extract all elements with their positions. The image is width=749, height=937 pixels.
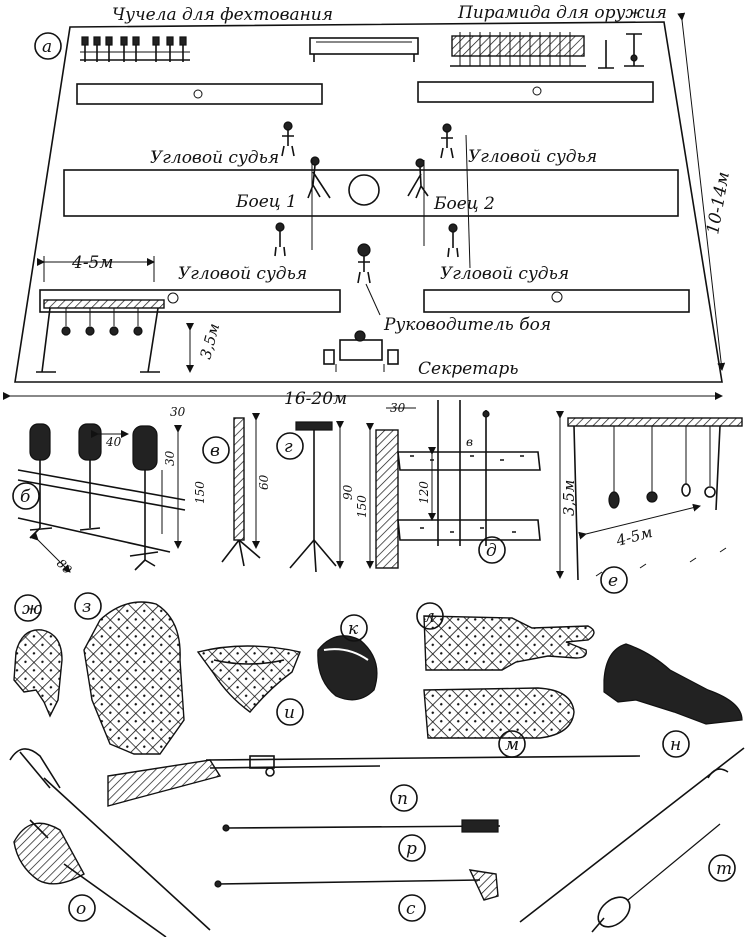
- glove-item: л: [416, 602, 595, 671]
- helmet-item: ж: [13, 594, 63, 718]
- fighter-1-label: Боец 1: [235, 192, 297, 212]
- dummies-dim-head: 30: [163, 450, 177, 466]
- foil-lower-item: т: [591, 823, 736, 933]
- groin-guard-letter: к: [348, 619, 359, 639]
- judge-figure: [274, 222, 286, 257]
- post-v-detail: в 60: [202, 413, 271, 567]
- secretary-desk: [323, 330, 399, 372]
- rack-dim-height: 150: [355, 495, 369, 518]
- secretary-label: Секретарь: [418, 359, 519, 379]
- quilted-jacket-item: з: [74, 592, 185, 755]
- frame-dim-span: 4-5м: [613, 523, 654, 550]
- dummies-dim-height: 150: [193, 481, 207, 504]
- frame-height-label: 3,5м: [196, 321, 223, 361]
- post-g-dim: 90: [341, 484, 355, 500]
- rifle-item: п: [107, 755, 641, 812]
- mitten-item: м: [423, 687, 575, 758]
- dummies-dim-top: 30: [170, 405, 186, 419]
- collar-item: и: [196, 645, 304, 726]
- post-v-dim: 60: [257, 474, 271, 490]
- foil-letter: т: [716, 859, 732, 879]
- foil-upper-item: [519, 747, 745, 923]
- arena-plan: а Чучела для фехтования Пирамида для ору…: [3, 3, 734, 409]
- director-figure: [357, 243, 381, 316]
- rifle-letter: п: [397, 789, 408, 809]
- dummies-title: Чучела для фехтования: [112, 5, 333, 25]
- strip-bottom-left: [39, 289, 341, 313]
- depth-dimension-label: 10-14м: [703, 170, 734, 236]
- corner-judge-label: Угловой судья: [468, 147, 597, 167]
- rack-dim-inner: 120: [417, 481, 431, 504]
- panel-e-letter: е: [608, 571, 618, 591]
- training-rod-s-item: с: [214, 869, 499, 922]
- collar-letter: и: [284, 703, 295, 723]
- judge-figure: [281, 121, 295, 157]
- width-dimension-label: 16-20м: [284, 389, 347, 409]
- shoe-item: н: [603, 643, 743, 758]
- judge-figure: [447, 223, 459, 258]
- training-rod-p-item: р: [222, 819, 501, 862]
- rack-title: Пирамида для оружия: [457, 3, 667, 23]
- depth-dimension-line: [677, 12, 726, 371]
- rod-p-letter: р: [406, 839, 417, 859]
- panel-a-letter: а: [42, 37, 52, 57]
- sabre-lower-item: о: [13, 819, 167, 937]
- bench-icon: [309, 37, 419, 62]
- swing-frame-detail: е 3,5м 4-5м: [556, 411, 743, 594]
- strip-top-left: [76, 83, 323, 105]
- corner-judge-label: Угловой судья: [150, 148, 279, 168]
- fighter-figure: [307, 156, 331, 250]
- groin-guard-item: к: [317, 614, 378, 701]
- jacket-letter: з: [82, 597, 91, 617]
- swing-frame-icon: [36, 256, 194, 373]
- bout-director-label: Руководитель боя: [383, 315, 551, 335]
- dummies-row-icon: [80, 36, 190, 62]
- arena-floor: [14, 21, 723, 383]
- rod-s-letter: с: [406, 899, 416, 919]
- small-posts-icon: [598, 33, 644, 69]
- dummies-detail: б 30 40 30 150 80: [12, 405, 207, 577]
- rack-label-v: в: [466, 435, 473, 449]
- dummies-dim-spacing: 40: [105, 435, 122, 449]
- rack-dim-top: 30: [390, 401, 406, 415]
- fighter-figure: [407, 158, 429, 246]
- corner-judge-label: Угловой судья: [440, 264, 569, 284]
- fighter-2-label: Боец 2: [433, 194, 495, 214]
- shoe-letter: н: [670, 735, 681, 755]
- panel-d-letter: д: [486, 541, 497, 561]
- panel-g-letter: г: [284, 437, 293, 457]
- panel-v-letter: в: [210, 441, 220, 461]
- mitten-letter: м: [505, 735, 519, 755]
- helmet-letter: ж: [22, 599, 42, 619]
- glove-letter: л: [424, 607, 435, 627]
- weapon-rack-icon: [450, 32, 586, 67]
- frame-dim-height: 3,5м: [560, 480, 578, 516]
- weapon-rack-detail: д в 30 120 150: [355, 400, 541, 569]
- panel-b-letter: б: [20, 487, 31, 507]
- sabre-letter: о: [76, 899, 86, 919]
- strip-top-right: [417, 81, 654, 103]
- judge-figure: [440, 123, 454, 159]
- frame-span-label: 4-5м: [71, 253, 113, 273]
- strip-bottom-right: [423, 289, 690, 313]
- corner-judge-label: Угловой судья: [178, 264, 307, 284]
- strip-center-circle: [348, 174, 380, 206]
- post-g-detail: г 90: [276, 421, 355, 573]
- sabre-upper-item: [9, 748, 211, 931]
